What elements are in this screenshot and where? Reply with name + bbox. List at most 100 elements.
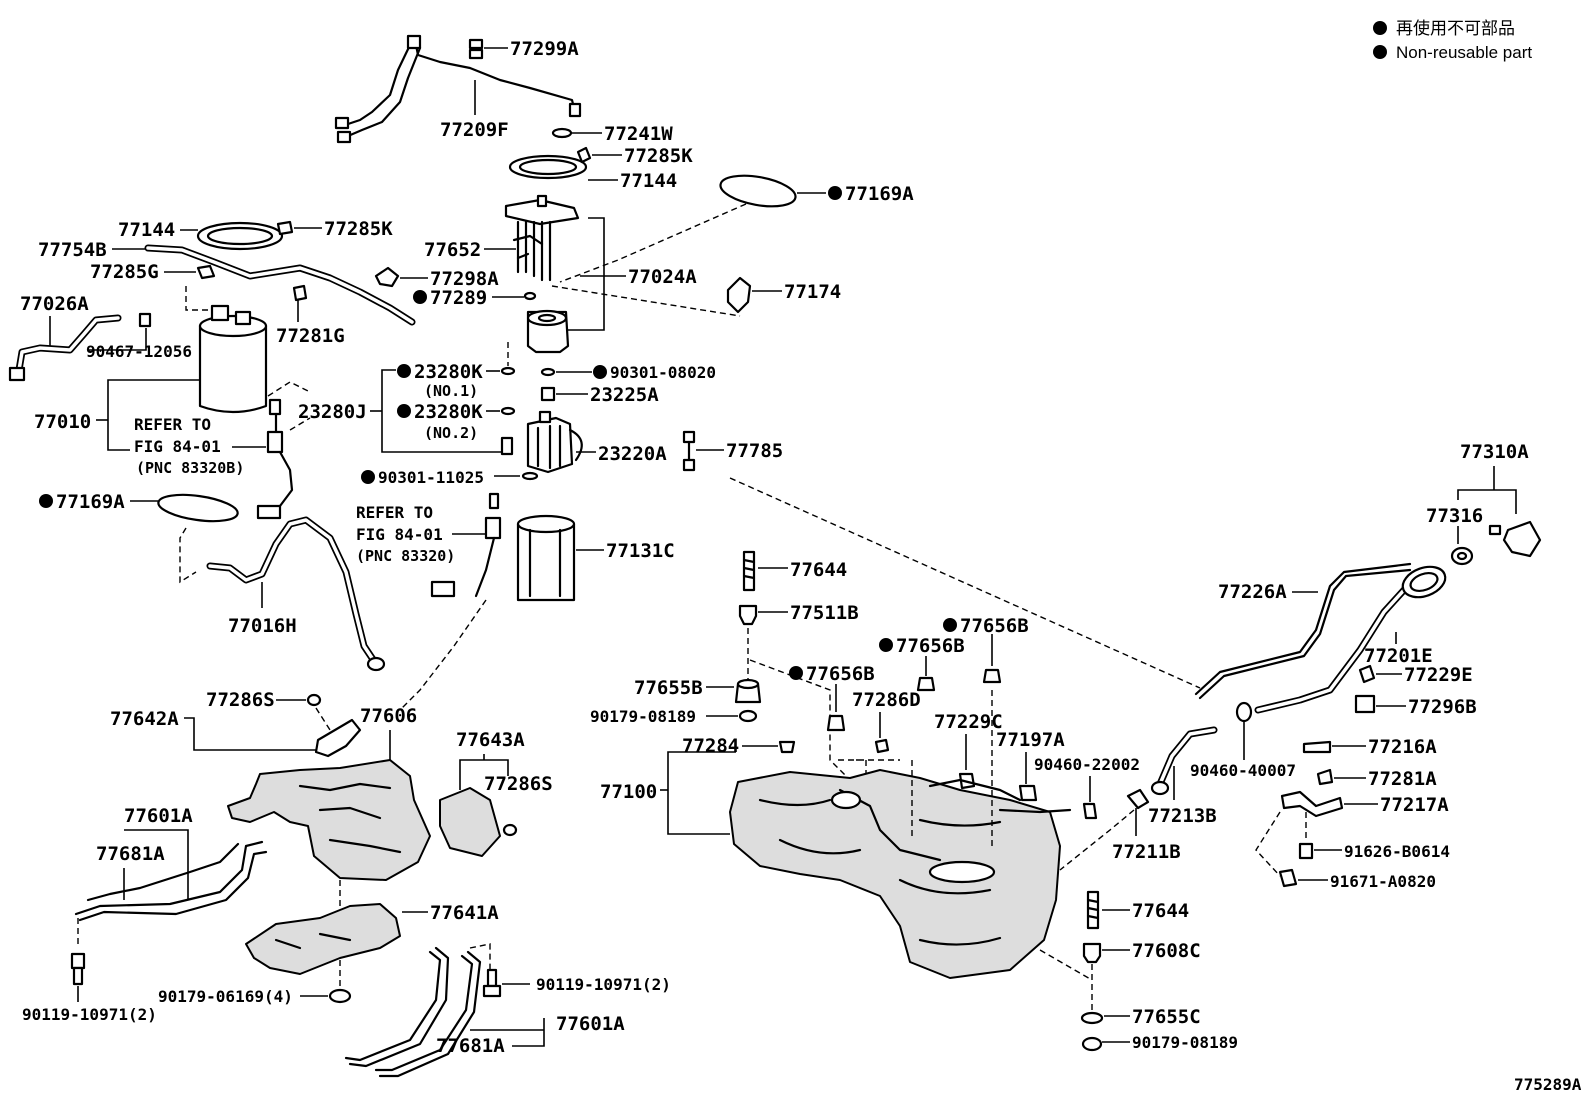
non-reusable-dot-icon xyxy=(397,364,411,378)
fuel-suction-tube-77024a[interactable] xyxy=(504,194,580,354)
label-90179-06169: 90179-06169(4) xyxy=(158,987,293,1006)
label-77217a: 77217A xyxy=(1380,794,1449,816)
sender-gauge-wire-right[interactable] xyxy=(430,492,502,598)
gasket-77316[interactable] xyxy=(1450,546,1474,566)
filler-hose-77213b[interactable] xyxy=(1150,726,1218,796)
bracket-77217a[interactable] xyxy=(1280,790,1344,818)
label-77656b-left: 77656B xyxy=(806,663,875,685)
o-ring-23280k-2[interactable] xyxy=(500,406,516,416)
o-ring-90301-08020[interactable] xyxy=(540,367,556,377)
retainer-ring-77144-top[interactable] xyxy=(508,154,588,180)
vent-tube-77754b[interactable] xyxy=(144,244,416,326)
fuel-cap-77310a[interactable] xyxy=(1488,520,1542,558)
label-77281g: 77281G xyxy=(276,325,345,347)
fuel-tank-band-77601a-left[interactable] xyxy=(74,840,268,922)
clip-77281a[interactable] xyxy=(1316,768,1334,786)
label-91671-a0820: 91671-A0820 xyxy=(1330,872,1436,891)
label-90467-12056: 90467-12056 xyxy=(86,342,192,361)
clip-77286s-top[interactable] xyxy=(306,693,322,707)
figure-code: 775289A xyxy=(1514,1075,1582,1094)
filler-pipe-77201e[interactable] xyxy=(1254,561,1449,714)
retainer-ring-77144-left[interactable] xyxy=(196,221,284,251)
gasket-77289[interactable] xyxy=(523,291,537,301)
clip-77281g[interactable] xyxy=(292,284,308,302)
bolt-90119-10971-left[interactable] xyxy=(70,952,86,986)
gasket-77169a-left[interactable] xyxy=(157,491,240,526)
clip-77298a[interactable] xyxy=(374,266,400,288)
clamp-90467-12056[interactable] xyxy=(138,312,152,328)
bolt-91626-b0614[interactable] xyxy=(1298,842,1314,860)
clip-77285k-top[interactable] xyxy=(576,146,592,164)
fuel-filter-23225a[interactable] xyxy=(540,386,556,402)
fuel-pipe-77016h[interactable] xyxy=(206,516,386,672)
refer-fig-text-2: FIG 84-01 xyxy=(356,525,443,544)
label-77169a-right: 77169A xyxy=(845,183,914,205)
o-ring-23280k-1[interactable] xyxy=(500,366,516,376)
clip-77229e[interactable] xyxy=(1358,664,1376,684)
bolt-90119-10971-right[interactable] xyxy=(482,968,502,998)
gasket-77656b-left[interactable] xyxy=(826,714,846,732)
label-77296b: 77296B xyxy=(1408,696,1477,718)
clip-77284[interactable] xyxy=(778,740,796,754)
label-77144-top: 77144 xyxy=(620,170,677,192)
bracket-77642a[interactable] xyxy=(314,718,362,758)
gasket-77169a-right[interactable] xyxy=(718,171,798,212)
clip-77299a[interactable] xyxy=(468,38,484,60)
bolt-77644-bottom[interactable] xyxy=(1086,890,1100,930)
label-77131c: 77131C xyxy=(606,540,675,562)
fuel-tank-77100[interactable] xyxy=(729,769,1072,979)
label-77656b-right: 77656B xyxy=(960,615,1029,637)
label-77289: 77289 xyxy=(430,287,487,309)
bracket-77296b[interactable] xyxy=(1354,694,1376,714)
collar-77608c[interactable] xyxy=(1082,942,1102,964)
protector-77641a[interactable] xyxy=(245,903,401,975)
fuel-tank-protector-77606[interactable] xyxy=(227,759,431,881)
clip-77286d[interactable] xyxy=(874,738,890,754)
breather-tube-77226a[interactable] xyxy=(1194,562,1412,700)
sender-gauge-wire-left[interactable] xyxy=(256,398,294,520)
protector-77211b[interactable] xyxy=(1126,788,1150,810)
label-77601a-right: 77601A xyxy=(556,1013,625,1035)
label-77286s-right: 77286S xyxy=(484,773,553,795)
cushion-77655b[interactable] xyxy=(734,678,762,704)
clip-77286s-right[interactable] xyxy=(502,823,518,837)
protector-77643a[interactable] xyxy=(439,787,501,857)
label-77655c: 77655C xyxy=(1132,1006,1201,1028)
label-77016h: 77016H xyxy=(228,615,297,637)
gasket-77656b-mid[interactable] xyxy=(916,676,936,692)
clip-77216a[interactable] xyxy=(1302,740,1332,754)
wire-harness-77209f[interactable] xyxy=(334,34,582,144)
sub-tank-77131c[interactable] xyxy=(516,514,576,602)
fuel-hose-77026a[interactable] xyxy=(8,314,122,382)
label-23280k-no1: 23280K xyxy=(414,361,483,383)
non-reusable-dot-icon xyxy=(879,638,893,652)
clip-77285g[interactable] xyxy=(196,264,216,280)
bolt-77644-top[interactable] xyxy=(742,550,756,592)
non-reusable-dot-icon xyxy=(943,618,957,632)
clip-77285k-left[interactable] xyxy=(276,220,294,236)
clamp-90460-22002[interactable] xyxy=(1082,802,1098,820)
clamp-90460-40007[interactable] xyxy=(1235,701,1253,723)
fuel-tank-canister-77010[interactable] xyxy=(185,286,268,414)
label-77310a: 77310A xyxy=(1460,441,1529,463)
connector-77785[interactable] xyxy=(682,430,696,472)
nut-90179-08189-top[interactable] xyxy=(738,709,758,723)
hose-77197a[interactable] xyxy=(1018,784,1038,802)
label-77100: 77100 xyxy=(600,781,657,803)
cushion-77655c[interactable] xyxy=(1080,1011,1104,1025)
collar-77511b[interactable] xyxy=(738,604,758,626)
o-ring-90301-11025[interactable] xyxy=(521,471,539,481)
label-77655b: 77655B xyxy=(634,677,703,699)
non-reusable-dot-icon xyxy=(1373,21,1387,35)
fuel-pressure-regulator-23220a[interactable] xyxy=(500,410,583,474)
nut-90179-08189-bottom[interactable] xyxy=(1081,1036,1103,1052)
label-77226a: 77226A xyxy=(1218,581,1287,603)
bracket-77174[interactable] xyxy=(726,276,752,314)
fuel-tank-band-77601a-right[interactable] xyxy=(344,946,482,1078)
bolt-91671-a0820[interactable] xyxy=(1278,868,1298,888)
nut-90179-06169[interactable] xyxy=(328,988,352,1004)
gasket-77241w[interactable] xyxy=(551,127,573,139)
gasket-77656b-right[interactable] xyxy=(982,668,1002,684)
